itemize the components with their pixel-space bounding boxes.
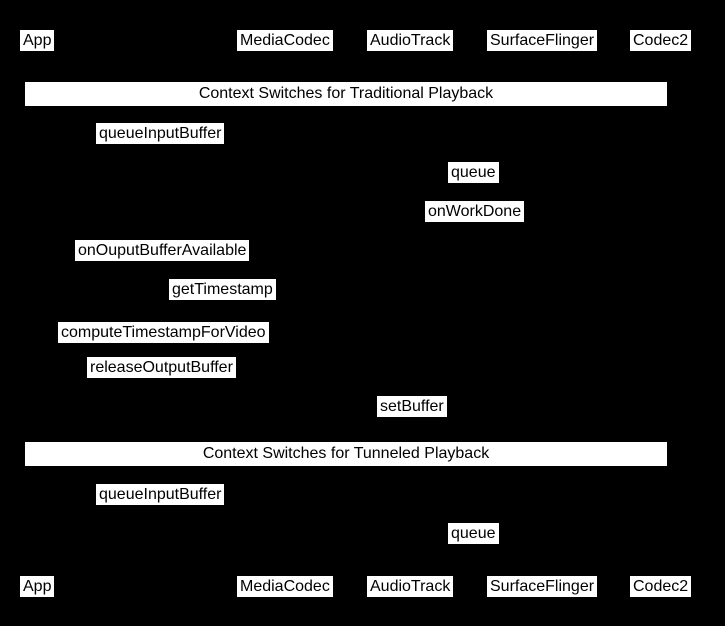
participant-codec2-top: Codec2 xyxy=(630,30,692,51)
message-gettimestamp: getTimestamp xyxy=(169,279,276,300)
message-queueinputbuffer-traditional: queueInputBuffer xyxy=(96,123,225,144)
message-queue-tunneled: queue xyxy=(448,523,499,544)
participant-app-bottom: App xyxy=(20,576,55,597)
participant-app-top: App xyxy=(20,30,55,51)
section-banner-tunneled: Context Switches for Tunneled Playback xyxy=(25,442,667,466)
message-releaseoutputbuffer: releaseOutputBuffer xyxy=(87,357,236,378)
message-setbuffer: setBuffer xyxy=(377,396,447,417)
section-banner-traditional: Context Switches for Traditional Playbac… xyxy=(25,82,667,106)
message-onouputbufferavailable: onOuputBufferAvailable xyxy=(75,240,250,261)
participant-mediacodec-bottom: MediaCodec xyxy=(237,576,333,597)
message-computetimestampforvideo: computeTimestampForVideo xyxy=(58,322,269,343)
participant-surfaceflinger-bottom: SurfaceFlinger xyxy=(487,576,598,597)
message-queue-traditional: queue xyxy=(448,162,499,183)
participant-audiotrack-bottom: AudioTrack xyxy=(367,576,454,597)
message-onworkdone: onWorkDone xyxy=(425,201,525,222)
participant-surfaceflinger-top: SurfaceFlinger xyxy=(487,30,598,51)
participant-audiotrack-top: AudioTrack xyxy=(367,30,454,51)
participant-codec2-bottom: Codec2 xyxy=(630,576,692,597)
message-queueinputbuffer-tunneled: queueInputBuffer xyxy=(96,484,225,505)
participant-mediacodec-top: MediaCodec xyxy=(237,30,333,51)
